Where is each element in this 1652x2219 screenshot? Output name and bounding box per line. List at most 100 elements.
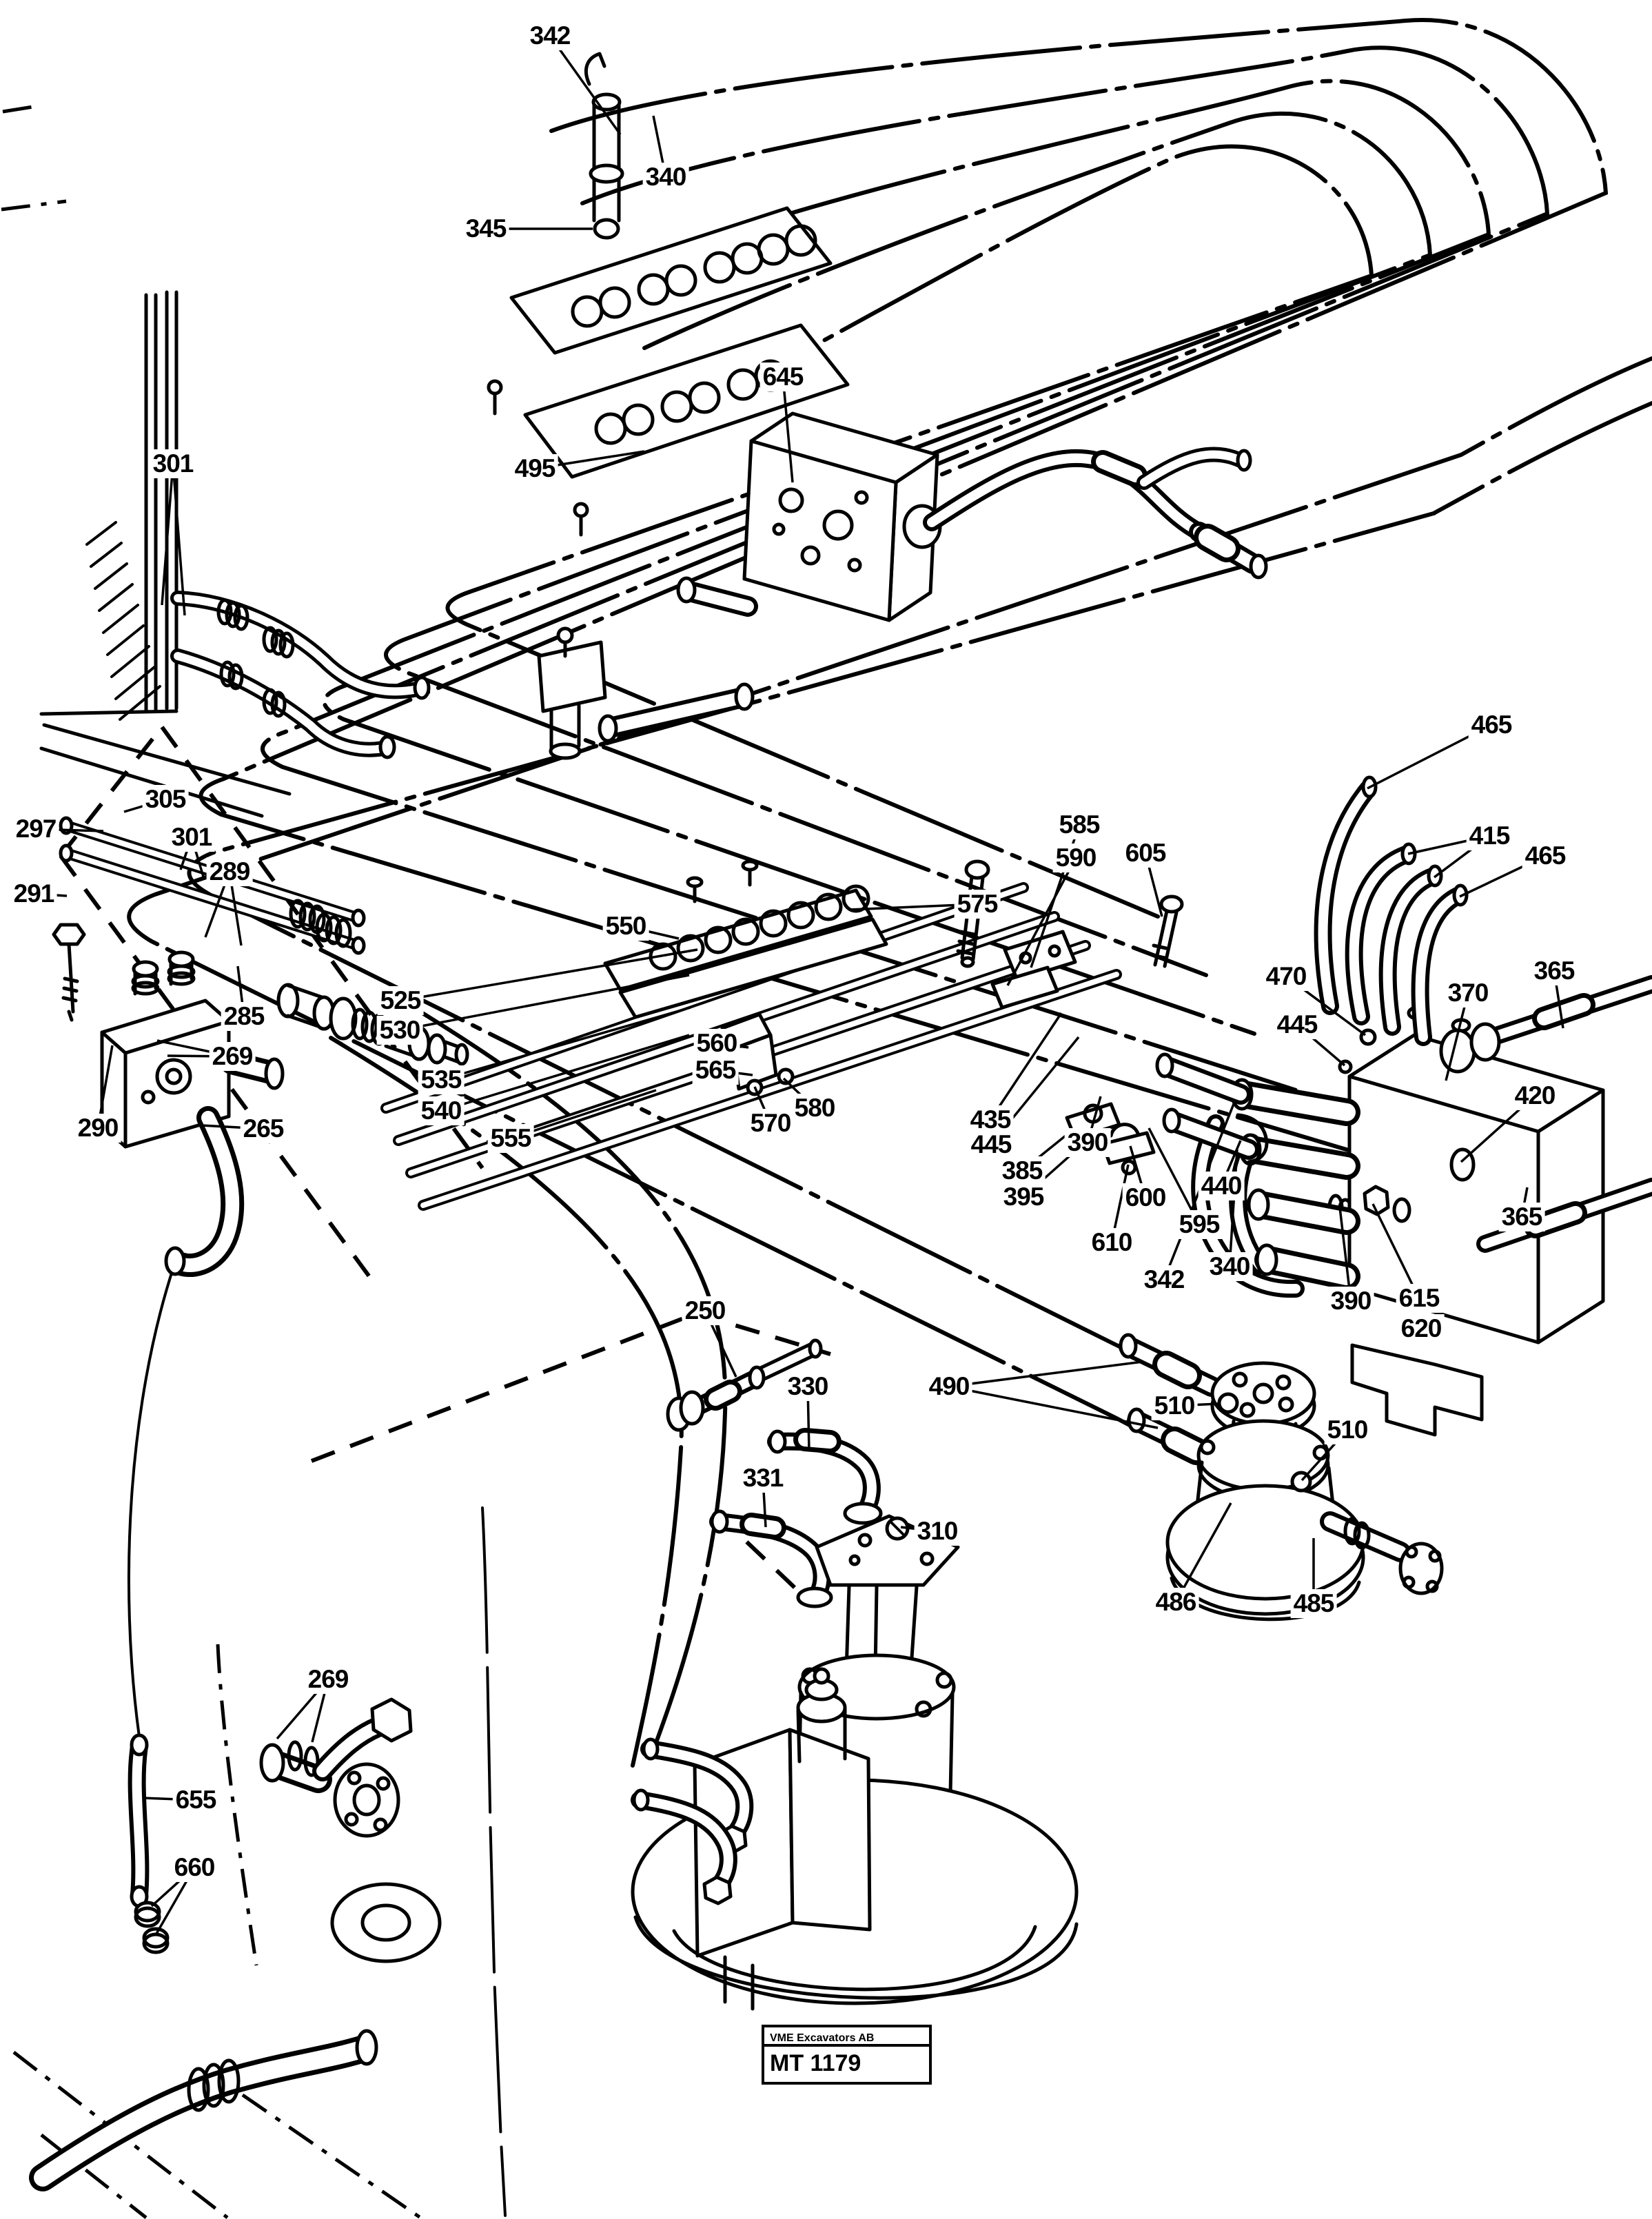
clamps-660 bbox=[134, 1901, 170, 1954]
part-label: 660 bbox=[171, 1853, 218, 1882]
port-420 bbox=[1449, 1147, 1476, 1182]
part-label: 415 bbox=[1466, 821, 1513, 850]
bolt-605 bbox=[1150, 894, 1184, 968]
title-block-doc-number: MT 1179 bbox=[764, 2044, 929, 2079]
leader-line bbox=[782, 376, 794, 483]
leader-line bbox=[399, 974, 690, 1032]
part-label: 580 bbox=[791, 1094, 838, 1123]
bracket-440 bbox=[1236, 1113, 1269, 1164]
part-label: 615 bbox=[1396, 1284, 1442, 1313]
part-label: 525 bbox=[377, 986, 424, 1015]
part-label: 301 bbox=[168, 823, 215, 852]
hose-331 bbox=[709, 1509, 833, 1608]
fitting-250 bbox=[666, 1338, 823, 1432]
part-label: 655 bbox=[172, 1786, 219, 1814]
leader-line bbox=[948, 1360, 1143, 1388]
part-label: 297 bbox=[12, 815, 59, 843]
relief-valve-342 bbox=[584, 52, 624, 223]
spring-clamp-icon bbox=[216, 598, 295, 718]
part-label: 590 bbox=[1052, 843, 1099, 872]
hose-655 bbox=[128, 1733, 150, 1908]
part-label: 470 bbox=[1263, 962, 1309, 991]
part-label: 440 bbox=[1198, 1172, 1245, 1200]
leader-line bbox=[510, 1089, 657, 1140]
part-label: 600 bbox=[1122, 1183, 1169, 1212]
tube-365-upper bbox=[1439, 975, 1652, 1074]
leader-line bbox=[440, 1034, 690, 1112]
part-label: 595 bbox=[1176, 1210, 1223, 1239]
pump-inlet-hoses bbox=[631, 1737, 754, 1905]
part-label: 285 bbox=[221, 1002, 267, 1031]
part-label: 390 bbox=[1327, 1287, 1374, 1316]
part-label: 340 bbox=[1206, 1252, 1253, 1281]
part-label: 555 bbox=[487, 1124, 534, 1153]
hose-645 bbox=[902, 447, 1268, 580]
part-label: 605 bbox=[1122, 839, 1169, 868]
leader-line bbox=[1338, 1207, 1352, 1302]
part-label: 486 bbox=[1152, 1588, 1199, 1617]
leader-line bbox=[400, 948, 698, 1002]
leader-line bbox=[989, 1012, 1063, 1121]
part-label: 269 bbox=[209, 1042, 256, 1071]
part-label: 535 bbox=[418, 1065, 465, 1094]
hose-301-group bbox=[170, 591, 431, 759]
seal-ring-345 bbox=[593, 218, 620, 240]
bolt-580 bbox=[777, 1067, 795, 1085]
bolt-291 bbox=[52, 923, 86, 1022]
coupling-285-289 bbox=[276, 983, 469, 1066]
fitting-615-620 bbox=[1363, 1185, 1411, 1223]
spring-clamp-icon bbox=[289, 899, 352, 948]
leader-line bbox=[1371, 1203, 1420, 1299]
elbow-hose-265 bbox=[164, 1106, 245, 1277]
bolt-575 bbox=[956, 859, 990, 968]
part-label: 585 bbox=[1056, 810, 1103, 839]
part-label: 510 bbox=[1151, 1391, 1198, 1420]
leader-line bbox=[172, 463, 186, 616]
leader-line bbox=[440, 1006, 691, 1081]
center-pump-assembly bbox=[631, 1338, 1079, 2011]
left-valve-assembly bbox=[52, 816, 469, 1277]
hose-330 bbox=[767, 1428, 883, 1525]
part-label: 610 bbox=[1088, 1228, 1135, 1257]
part-label: 365 bbox=[1531, 957, 1578, 985]
clamp-plates-585-590 bbox=[990, 930, 1077, 1010]
part-label: 575 bbox=[954, 890, 1001, 919]
part-label: 570 bbox=[747, 1109, 794, 1138]
part-label: 265 bbox=[240, 1114, 287, 1143]
title-block: VME Excavators AB MT 1179 bbox=[762, 2025, 932, 2085]
bracket-560-565 bbox=[720, 1012, 795, 1096]
part-label: 465 bbox=[1468, 710, 1515, 739]
elbow-fitting-269 bbox=[259, 1697, 413, 1838]
part-label: 290 bbox=[74, 1114, 121, 1143]
frame-wall-corner bbox=[39, 290, 292, 818]
part-label: 390 bbox=[1064, 1128, 1111, 1157]
part-label: 540 bbox=[418, 1096, 465, 1125]
leader-line bbox=[1174, 1502, 1232, 1603]
part-label: 395 bbox=[1000, 1183, 1047, 1211]
leader-line bbox=[1228, 1149, 1238, 1267]
part-label: 530 bbox=[376, 1016, 423, 1045]
title-block-company: VME Excavators AB bbox=[770, 2032, 875, 2044]
leader-line bbox=[549, 34, 622, 136]
bottom-left-parts bbox=[29, 1697, 442, 2191]
part-label: 269 bbox=[305, 1665, 351, 1694]
part-label: 445 bbox=[1274, 1010, 1320, 1039]
part-label: 645 bbox=[759, 362, 806, 391]
part-label: 370 bbox=[1445, 979, 1491, 1008]
part-label: 465 bbox=[1522, 841, 1569, 870]
part-label: 331 bbox=[740, 1464, 786, 1493]
o-ring-510 bbox=[1217, 1392, 1239, 1414]
part-label: 342 bbox=[1141, 1265, 1187, 1294]
leader-line bbox=[161, 463, 174, 606]
part-label: 291 bbox=[10, 879, 57, 908]
part-label: 345 bbox=[462, 214, 509, 243]
leader-line bbox=[948, 1385, 1159, 1429]
leader-line bbox=[1445, 992, 1469, 1081]
part-label: 310 bbox=[914, 1517, 961, 1546]
part-label: 445 bbox=[968, 1130, 1014, 1159]
leader-line bbox=[1148, 1127, 1201, 1225]
part-label: 340 bbox=[642, 163, 689, 192]
part-label: 620 bbox=[1398, 1314, 1445, 1343]
part-label: 435 bbox=[967, 1105, 1014, 1134]
